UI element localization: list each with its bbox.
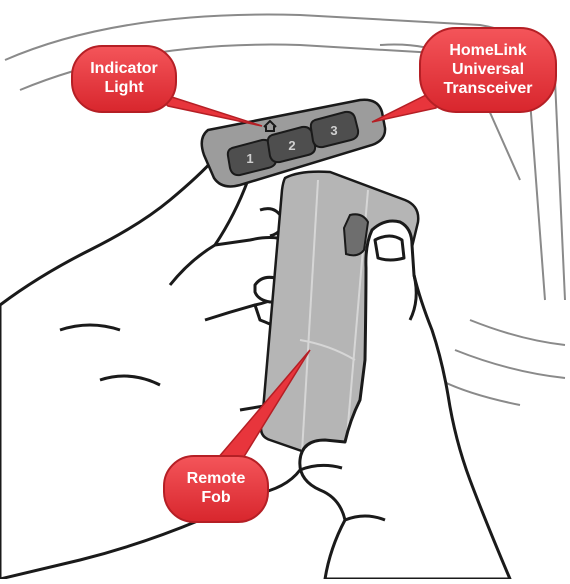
svg-text:3: 3 <box>330 123 337 138</box>
svg-text:2: 2 <box>288 138 295 153</box>
indicator-light-label: Indicator Light <box>72 59 176 97</box>
remote-fob-label: Remote Fob <box>164 469 268 507</box>
fob-button[interactable] <box>344 214 368 255</box>
left-hand <box>0 149 312 579</box>
svg-text:1: 1 <box>246 151 253 166</box>
homelink-label: HomeLink Universal Transceiver <box>420 41 556 98</box>
